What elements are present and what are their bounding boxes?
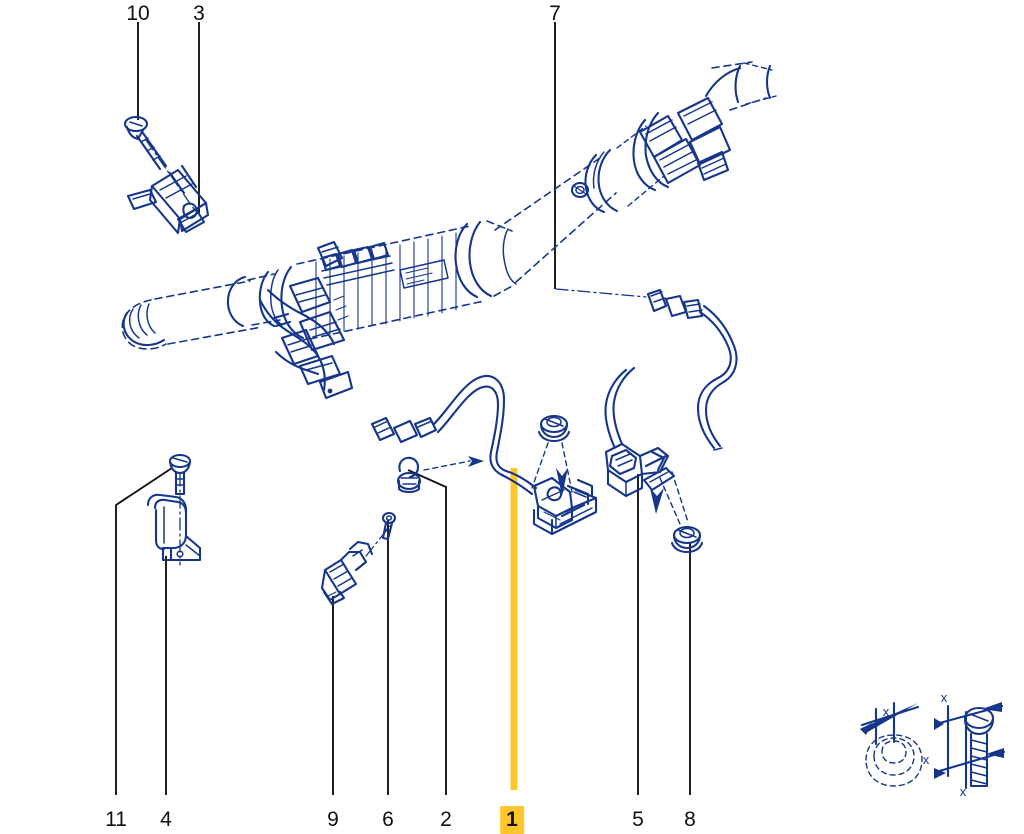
callout-label-8: 8 [684,808,696,831]
exhaust-flange-assembly [258,240,354,400]
component-7-upstream-oxygen-sensor [555,288,738,451]
callout-label-11: 11 [105,808,127,831]
flex-joint-assembly [632,61,777,192]
callout-label-4: 4 [160,808,172,831]
component-2-cable-grommet-clip [396,456,484,494]
muffler-label-plate [399,259,449,289]
callout-label-1: 1 [500,806,524,834]
callout-label-7: 7 [549,2,561,25]
pipe-sensor-boss [570,181,590,199]
component-5-wiring-connector-bracket [604,366,689,525]
mounting-nut-upper [531,414,573,496]
callout-label-10: 10 [126,2,150,25]
component-4-lower-support-bracket [146,493,202,562]
svg-text:x: x [883,704,890,719]
component-9-temperature-sensor [320,525,391,606]
callout-label-6: 6 [382,808,394,831]
svg-text:x: x [923,752,930,767]
leader-lines [115,22,691,795]
muffler-clamp [320,241,395,286]
nut-torque-symbol: x [860,701,923,787]
exhaust-assembly-drawing [121,61,777,400]
muffler-body [280,220,517,340]
component-1-oxygen-sensor-cable-bracket [370,375,598,536]
bolt-torque-symbol: x x x [923,690,1006,799]
svg-text:x: x [960,784,967,799]
front-pipe [494,125,665,283]
callout-label-2: 2 [440,808,452,831]
component-6-retaining-pin [381,511,397,541]
component-8-flange-nut [670,525,704,554]
tailpipe [121,275,263,350]
svg-text:x: x [941,690,948,705]
callout-label-9: 9 [327,808,339,831]
callout-label-3: 3 [193,2,205,25]
component-3-upper-mounting-bracket [126,164,210,235]
callout-label-5: 5 [632,808,644,831]
component-11-bracket-bolt [168,453,192,566]
